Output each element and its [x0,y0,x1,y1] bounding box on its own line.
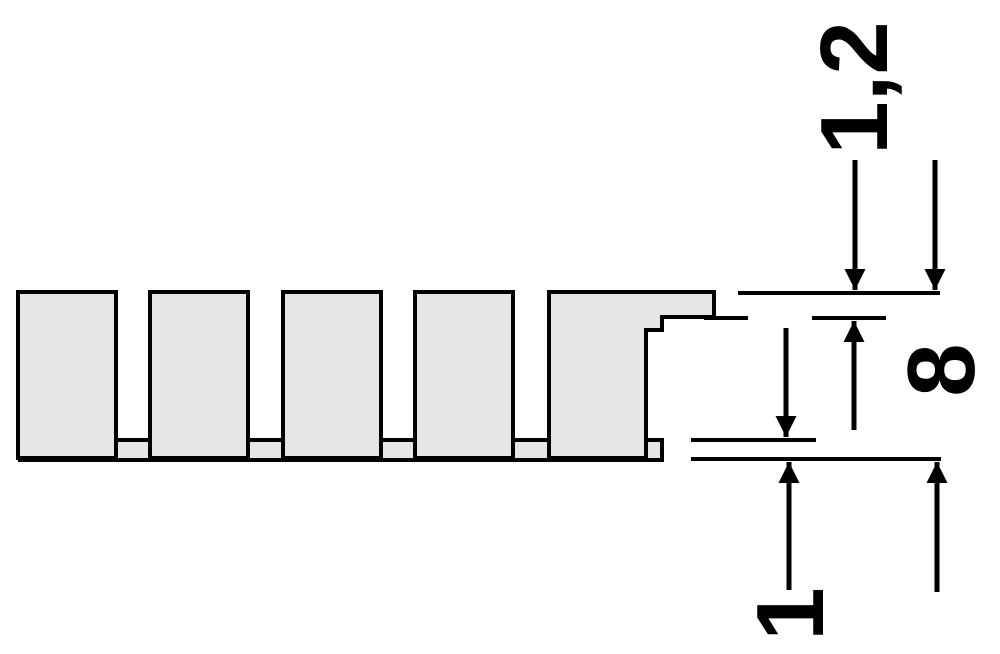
dimension-label-total-height: 8 [888,343,995,396]
tooth-5-stepped [547,290,716,460]
tooth-3 [281,290,383,460]
tooth-1 [16,290,118,460]
dimension-label-top-gap: 1,2 [801,21,908,154]
extension-lines [691,291,941,461]
dimension-label-base-thickness: 1 [737,587,844,640]
tooth-4 [413,290,515,460]
dimension-arrows [775,160,948,592]
tooth-2 [148,290,250,460]
comb-profile [16,290,716,462]
